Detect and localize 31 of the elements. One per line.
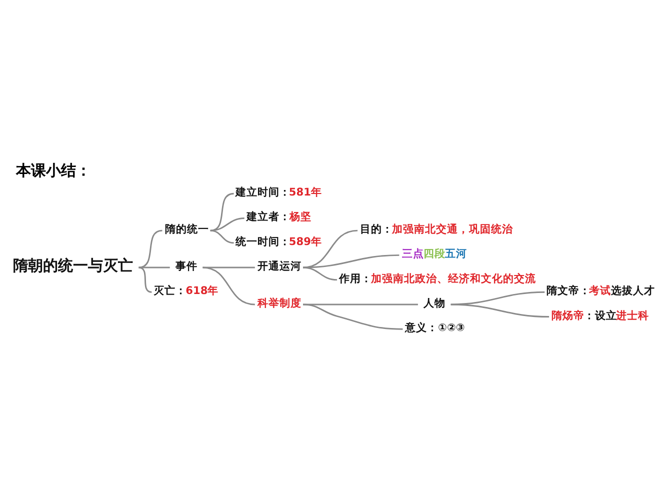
connector [210, 192, 234, 231]
connector [138, 229, 162, 268]
node-text: 灭亡：618年 [153, 284, 219, 297]
node-text: 开通运河 [258, 260, 302, 272]
node-text: 人物 [424, 296, 446, 309]
node-text: 建立时间：581年 [236, 186, 322, 198]
connector [302, 254, 400, 268]
connector [450, 290, 545, 305]
connector [138, 266, 170, 268]
node-text: 目的：加强南北交通，巩固统治 [360, 223, 514, 236]
connector [210, 217, 244, 231]
connector [202, 266, 255, 305]
connector [303, 303, 418, 305]
node-text: 建立者：杨坚 [246, 210, 312, 223]
connector [210, 229, 234, 244]
node-text: 统一时间：589年 [236, 235, 322, 248]
connector [302, 266, 338, 280]
diagram-title: 本课小结： [16, 160, 92, 179]
node-text: 作用：加强南北政治、经济和文化的交流 [338, 272, 536, 284]
node-text: 隋的统一 [164, 223, 209, 236]
node-text: 隋炀帝：设立进士科 [552, 309, 650, 322]
connector [302, 303, 403, 330]
node-text: 三点四段五河 [402, 248, 468, 260]
node-text: 隋文帝：考试选拔人才 [546, 284, 655, 297]
node-text: 科举制度 [258, 296, 302, 309]
connector [302, 229, 358, 268]
node-text: 事件 [175, 260, 198, 272]
connector [450, 303, 550, 318]
node-text: 隋朝的统一与灭亡 [13, 256, 134, 274]
connector [138, 266, 152, 292]
node-text: 意义：①②③ [405, 322, 465, 334]
